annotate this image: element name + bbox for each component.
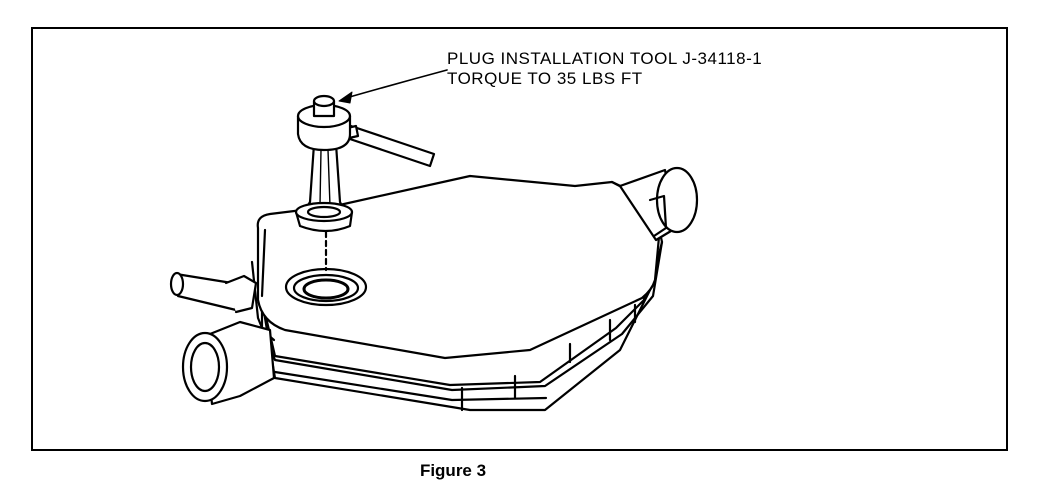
tool-handle bbox=[336, 122, 436, 168]
inlet-pipe bbox=[181, 320, 276, 406]
plug-installation-tool bbox=[296, 94, 352, 216]
plug-seat bbox=[284, 267, 368, 307]
figure-caption: Figure 3 bbox=[419, 461, 487, 480]
callout-leader bbox=[338, 69, 448, 104]
outlet-pipe bbox=[618, 166, 699, 242]
converter-body bbox=[250, 174, 664, 412]
plug bbox=[294, 201, 354, 233]
side-tube bbox=[169, 271, 258, 314]
callout-tool-label: PLUG INSTALLATION TOOL J-34118-1 bbox=[447, 49, 763, 68]
callout-torque-label: TORQUE TO 35 LBS FT bbox=[447, 69, 643, 88]
